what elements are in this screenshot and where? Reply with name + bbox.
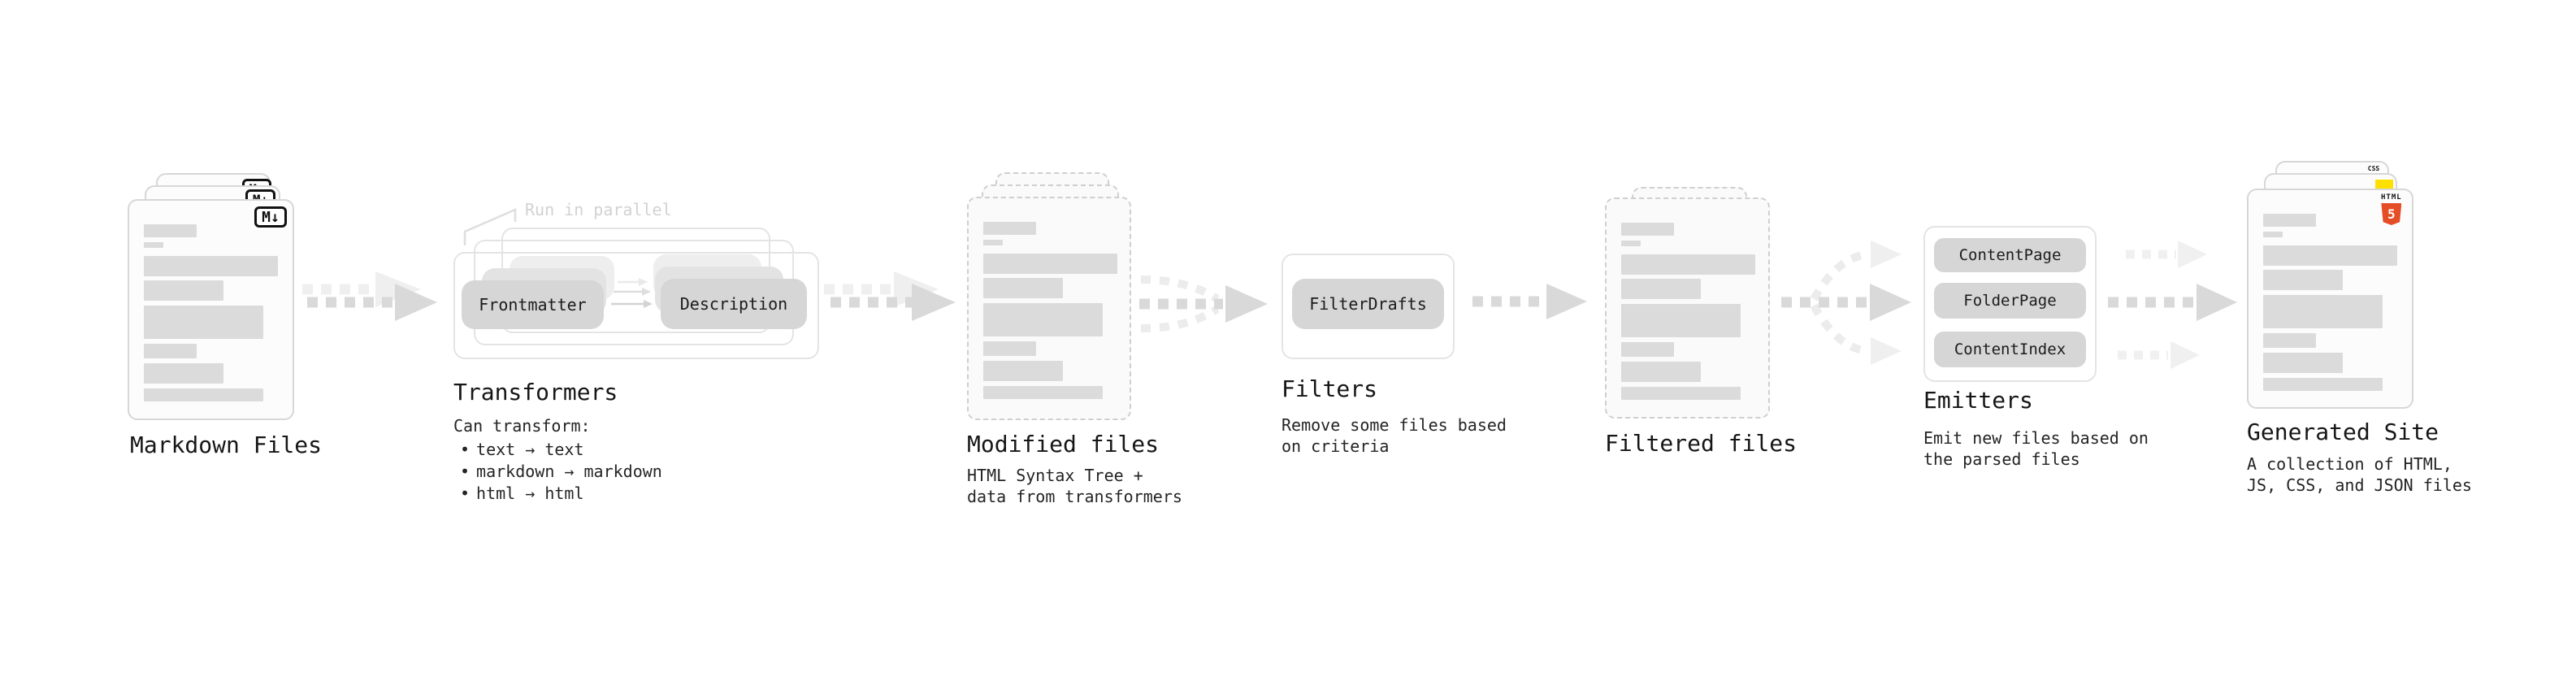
placeholder-bar [144, 388, 263, 401]
placeholder-bar [2263, 232, 2283, 237]
placeholder-bar [1621, 223, 1674, 236]
placeholder-bar [1621, 279, 1701, 299]
transformers-title: Transformers [453, 379, 618, 406]
html5-icon: HTML 5 [2381, 193, 2402, 225]
transformers-bullet: • text → text [460, 439, 584, 460]
run-in-parallel-label: Run in parallel [525, 200, 672, 219]
transformers-bullet: • markdown → markdown [460, 461, 662, 482]
markdown-file-card-front: M↓ [128, 199, 294, 420]
generated-site-title: Generated Site [2247, 419, 2439, 445]
placeholder-bar [1621, 387, 1741, 400]
arrow-transformers-to-modified [824, 271, 956, 321]
bullet-dot: • [460, 462, 471, 481]
placeholder-bar [1621, 362, 1701, 382]
description-pill: Description [661, 279, 807, 329]
bullet-text: markdown → markdown [476, 462, 662, 481]
arrow-filters-to-filtered [1472, 284, 1587, 319]
placeholder-bar [983, 254, 1117, 274]
placeholder-bar [2263, 214, 2316, 227]
placeholder-bar [1621, 254, 1755, 275]
placeholder-bar [983, 386, 1103, 399]
placeholder-bar [983, 222, 1036, 235]
placeholder-bar [2263, 333, 2316, 348]
html5-label: HTML [2381, 193, 2402, 202]
placeholder-bar [983, 240, 1003, 245]
html5-number: 5 [2387, 206, 2396, 222]
generated-site-caption: A collection of HTML, JS, CSS, and JSON … [2247, 454, 2472, 495]
placeholder-bar [983, 278, 1063, 298]
placeholder-bar [144, 344, 197, 358]
bullet-dot: • [460, 484, 471, 503]
filtered-files-title: Filtered files [1605, 430, 1798, 457]
content-index-pill: ContentIndex [1934, 332, 2086, 367]
placeholder-bar [2263, 245, 2397, 266]
filter-drafts-pill: FilterDrafts [1292, 279, 1444, 329]
placeholder-bar [1621, 241, 1641, 246]
placeholder-bar [983, 341, 1036, 356]
content-page-pill: ContentPage [1934, 238, 2086, 272]
transformer-box-front [453, 252, 819, 359]
filters-caption: Remove some files based on criteria [1281, 415, 1507, 456]
transformers-subtitle: Can transform: [453, 416, 591, 436]
modified-files-title: Modified files [967, 431, 1160, 458]
css-label: CSS [2367, 165, 2380, 172]
bullet-dot: • [460, 440, 471, 459]
folder-page-pill: FolderPage [1934, 283, 2086, 319]
placeholder-bar [2263, 295, 2383, 328]
html5-shield: 5 [2381, 203, 2402, 225]
modified-file-card-front [967, 197, 1131, 420]
placeholder-bar [983, 303, 1103, 336]
placeholder-bar [144, 306, 263, 339]
filtered-file-card-front [1605, 197, 1770, 419]
js-icon [2375, 180, 2393, 189]
modified-files-caption: HTML Syntax Tree + data from transformer… [967, 466, 1182, 506]
site-card-html: HTML 5 [2247, 189, 2413, 409]
emitters-caption: Emit new files based on the parsed files [1923, 428, 2149, 469]
markdown-icon: M↓ [254, 206, 287, 228]
placeholder-bar [983, 361, 1063, 381]
arrow-markdown-to-transformers [302, 271, 437, 321]
frontmatter-pill: Frontmatter [462, 280, 604, 329]
filters-title: Filters [1281, 375, 1378, 402]
emitters-title: Emitters [1923, 387, 2033, 414]
arrow-filtered-to-emitters-split [1781, 241, 1911, 365]
bullet-text: text → text [476, 440, 584, 459]
placeholder-bar [144, 256, 278, 276]
placeholder-bar [144, 363, 223, 384]
placeholder-bar [144, 242, 163, 248]
placeholder-bar [144, 224, 197, 237]
placeholder-bar [2263, 270, 2343, 290]
placeholder-bar [2263, 353, 2343, 373]
transformers-bullet: • html → html [460, 483, 584, 504]
markdown-files-title: Markdown Files [130, 432, 323, 458]
arrow-modified-to-filters-merge [1139, 275, 1268, 332]
placeholder-bar [144, 280, 223, 301]
placeholder-bar [1621, 342, 1674, 357]
placeholder-bar [1621, 304, 1741, 337]
arrow-emitters-to-site [2108, 241, 2237, 369]
placeholder-bar [2263, 378, 2383, 391]
bullet-text: html → html [476, 484, 584, 503]
